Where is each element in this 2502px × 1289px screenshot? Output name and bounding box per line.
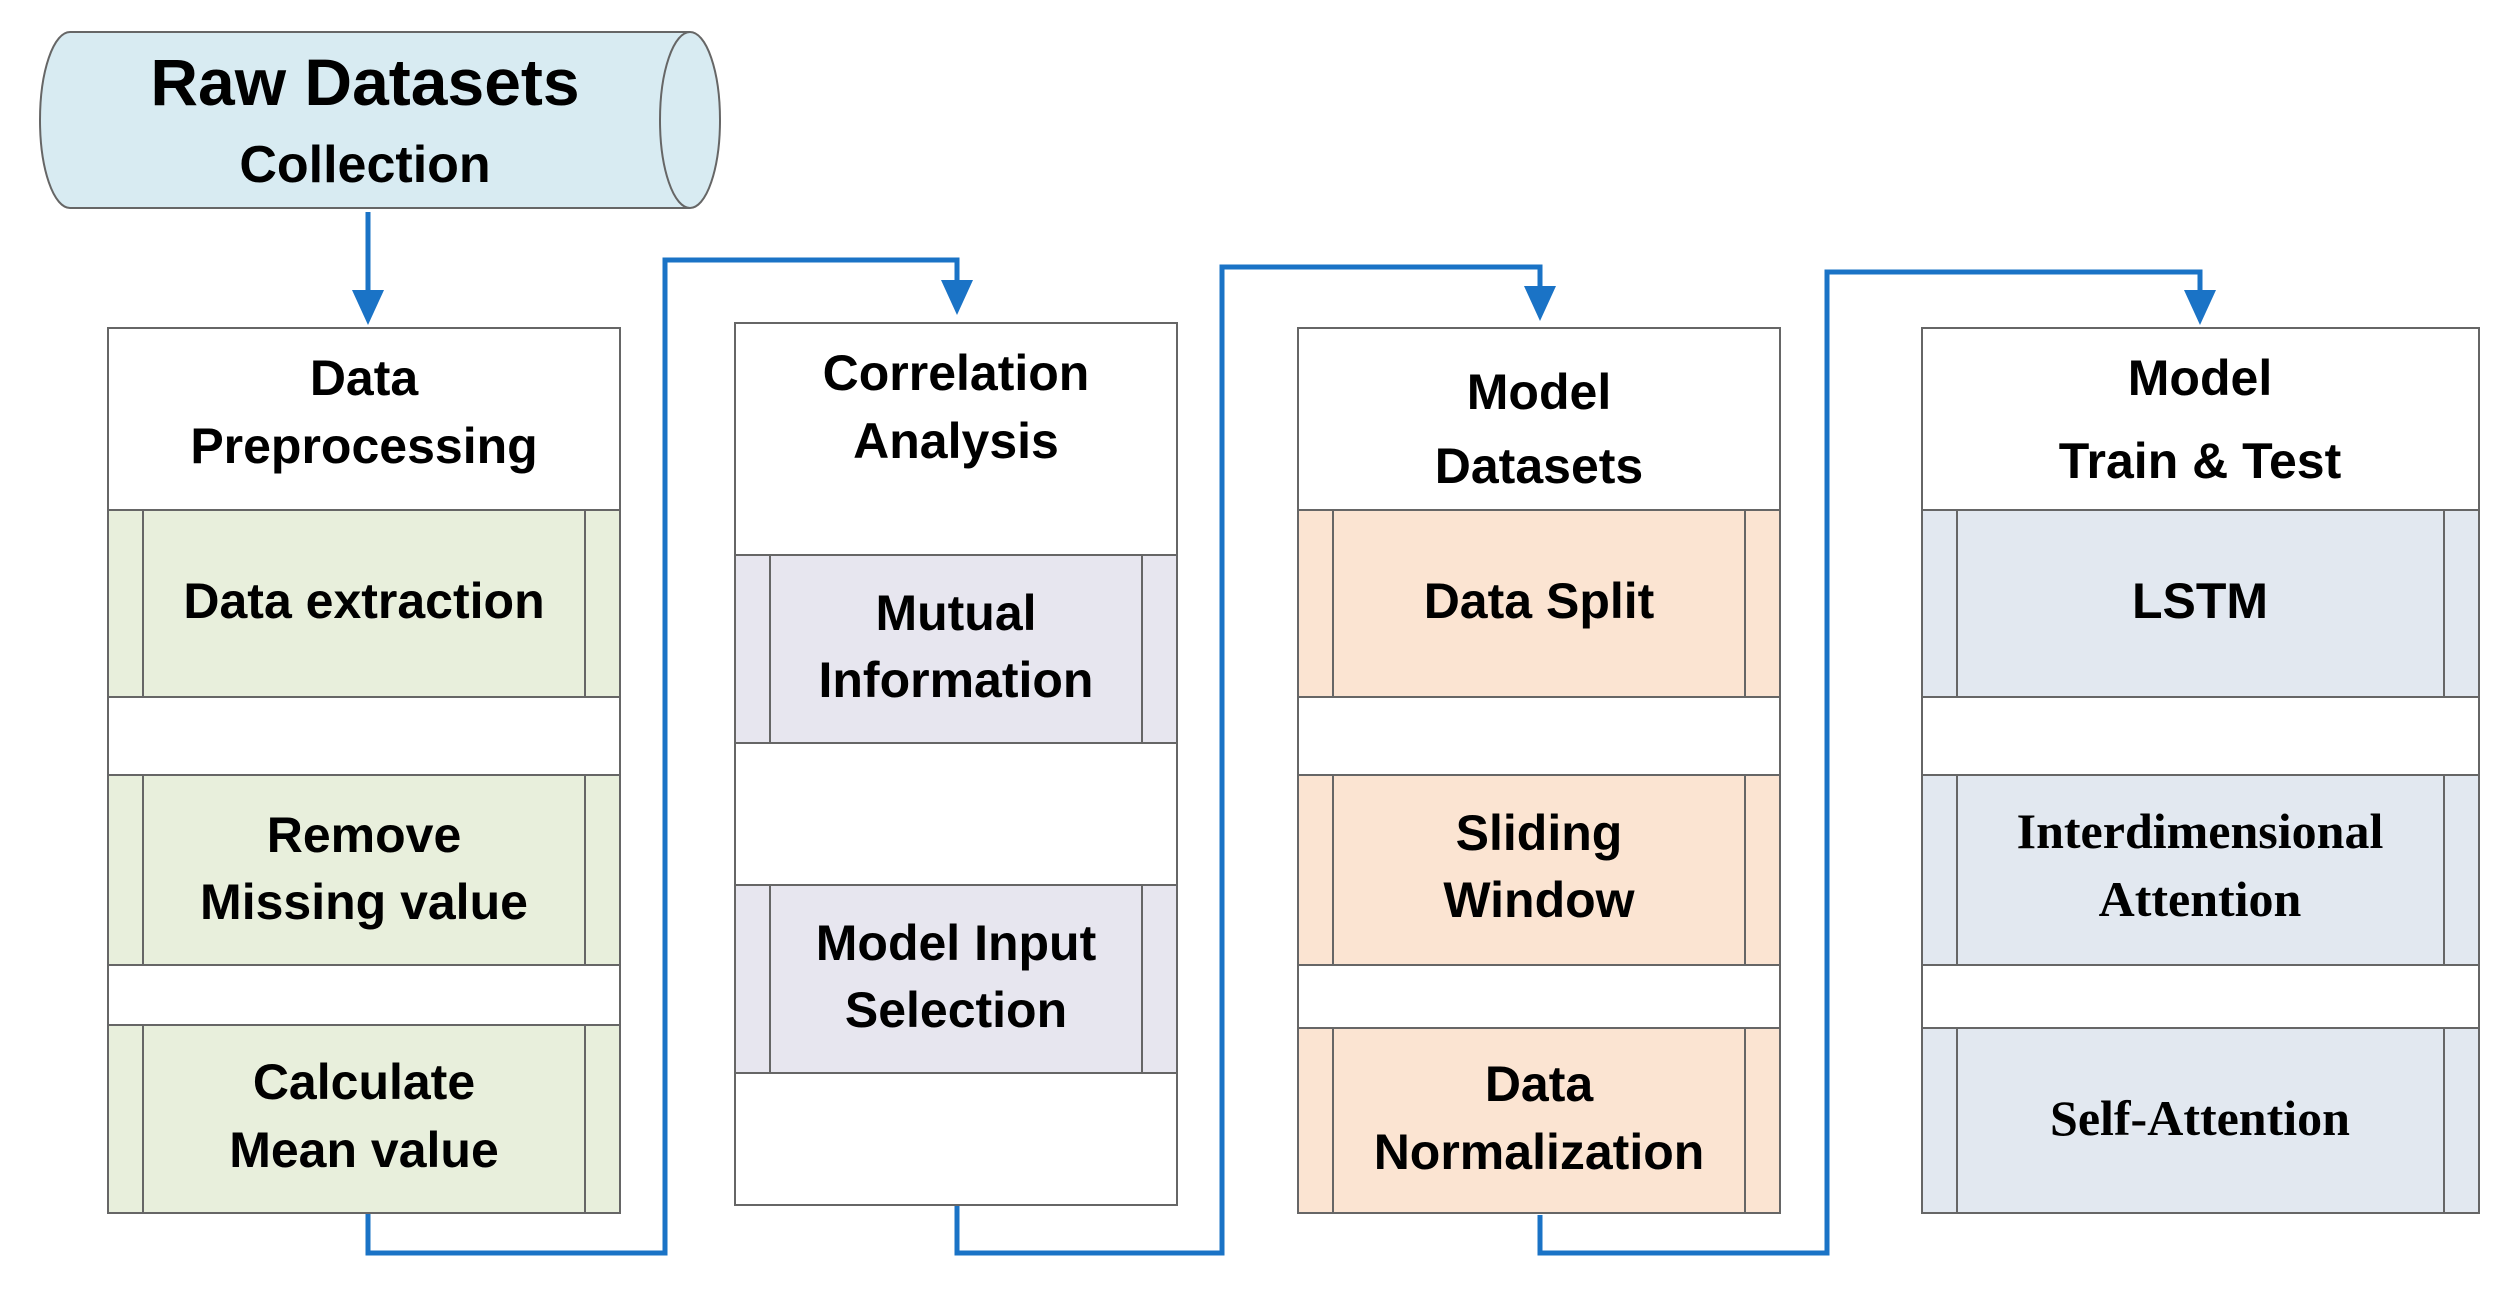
stage-title-line-2: Analysis <box>853 413 1059 469</box>
stage-title-line-2: Train & Test <box>2059 433 2342 489</box>
step-sliding-window: Sliding Window <box>1297 774 1781 966</box>
step-mutual-information: Mutual Information <box>734 554 1178 744</box>
step-label-line-2: Normalization <box>1374 1124 1705 1180</box>
raw-datasets-cylinder: Raw Datasets Collection <box>39 31 721 209</box>
step-label-line-2: Mean value <box>229 1122 499 1178</box>
step-interdimensional-attention: Interdimensional Attention <box>1921 774 2480 966</box>
connectors <box>352 212 2216 1256</box>
step-label-line-2: Attention <box>2099 871 2302 927</box>
step-label: Data extraction <box>183 573 544 629</box>
step-label-line-1: Model Input <box>816 915 1097 971</box>
step-data-extraction: Data extraction <box>107 509 621 698</box>
arrowhead-correlation <box>941 280 973 315</box>
connector-preprocessing-to-correlation <box>365 257 960 1256</box>
arrowhead-train <box>2184 290 2216 325</box>
connector-datasets-to-train <box>1537 269 2203 1256</box>
step-remove-missing-value: Remove Missing value <box>107 774 621 966</box>
stage-correlation-analysis: Correlation Analysis Mutual Information … <box>734 322 1178 1206</box>
step-label-line-1: Remove <box>267 807 462 863</box>
step-self-attention: Self-Attention <box>1921 1027 2480 1214</box>
stage-title-line-1: Correlation <box>823 345 1090 401</box>
step-label: Self-Attention <box>2050 1090 2350 1146</box>
source-subtitle: Collection <box>239 136 490 194</box>
stage-title-line-1: Model <box>1467 364 1611 420</box>
step-data-normalization: Data Normalization <box>1297 1027 1781 1214</box>
arrowhead-preprocessing <box>352 290 384 325</box>
stage-title-line-1: Data <box>310 350 420 406</box>
step-label-line-1: Data <box>1485 1056 1595 1112</box>
step-label-line-1: Sliding <box>1456 805 1623 861</box>
connector-correlation-to-datasets <box>954 264 1543 1256</box>
step-label-line-2: Information <box>819 652 1094 708</box>
step-label-line-1: Mutual <box>875 585 1036 641</box>
stage-title-line-2: Preprocessing <box>190 418 537 474</box>
step-label-line-2: Missing value <box>200 874 528 930</box>
step-label-line-2: Window <box>1443 872 1634 928</box>
arrowhead-datasets <box>1524 286 1556 321</box>
stage-data-preprocessing: Data Preprocessing Data extraction Remov… <box>107 327 621 1214</box>
step-data-split: Data Split <box>1297 509 1781 698</box>
source-title: Raw Datasets <box>150 45 579 119</box>
step-label-line-2: Selection <box>845 982 1067 1038</box>
stage-title-line-2: Datasets <box>1435 438 1643 494</box>
stage-model-train-test: Model Train & Test LSTM Interdimensional… <box>1921 327 2480 1214</box>
step-lstm: LSTM <box>1921 509 2480 698</box>
step-label: Data Split <box>1424 573 1655 629</box>
stage-model-datasets: Model Datasets Data Split Sliding Window… <box>1297 327 1781 1214</box>
step-model-input-selection: Model Input Selection <box>734 884 1178 1074</box>
step-calculate-mean-value: Calculate Mean value <box>107 1024 621 1214</box>
stage-title-line-1: Model <box>2128 350 2272 406</box>
step-label-line-1: Interdimensional <box>2017 803 2384 859</box>
step-label-line-1: Calculate <box>253 1054 475 1110</box>
cylinder-end-cap <box>659 31 691 209</box>
step-label: LSTM <box>2132 573 2268 629</box>
